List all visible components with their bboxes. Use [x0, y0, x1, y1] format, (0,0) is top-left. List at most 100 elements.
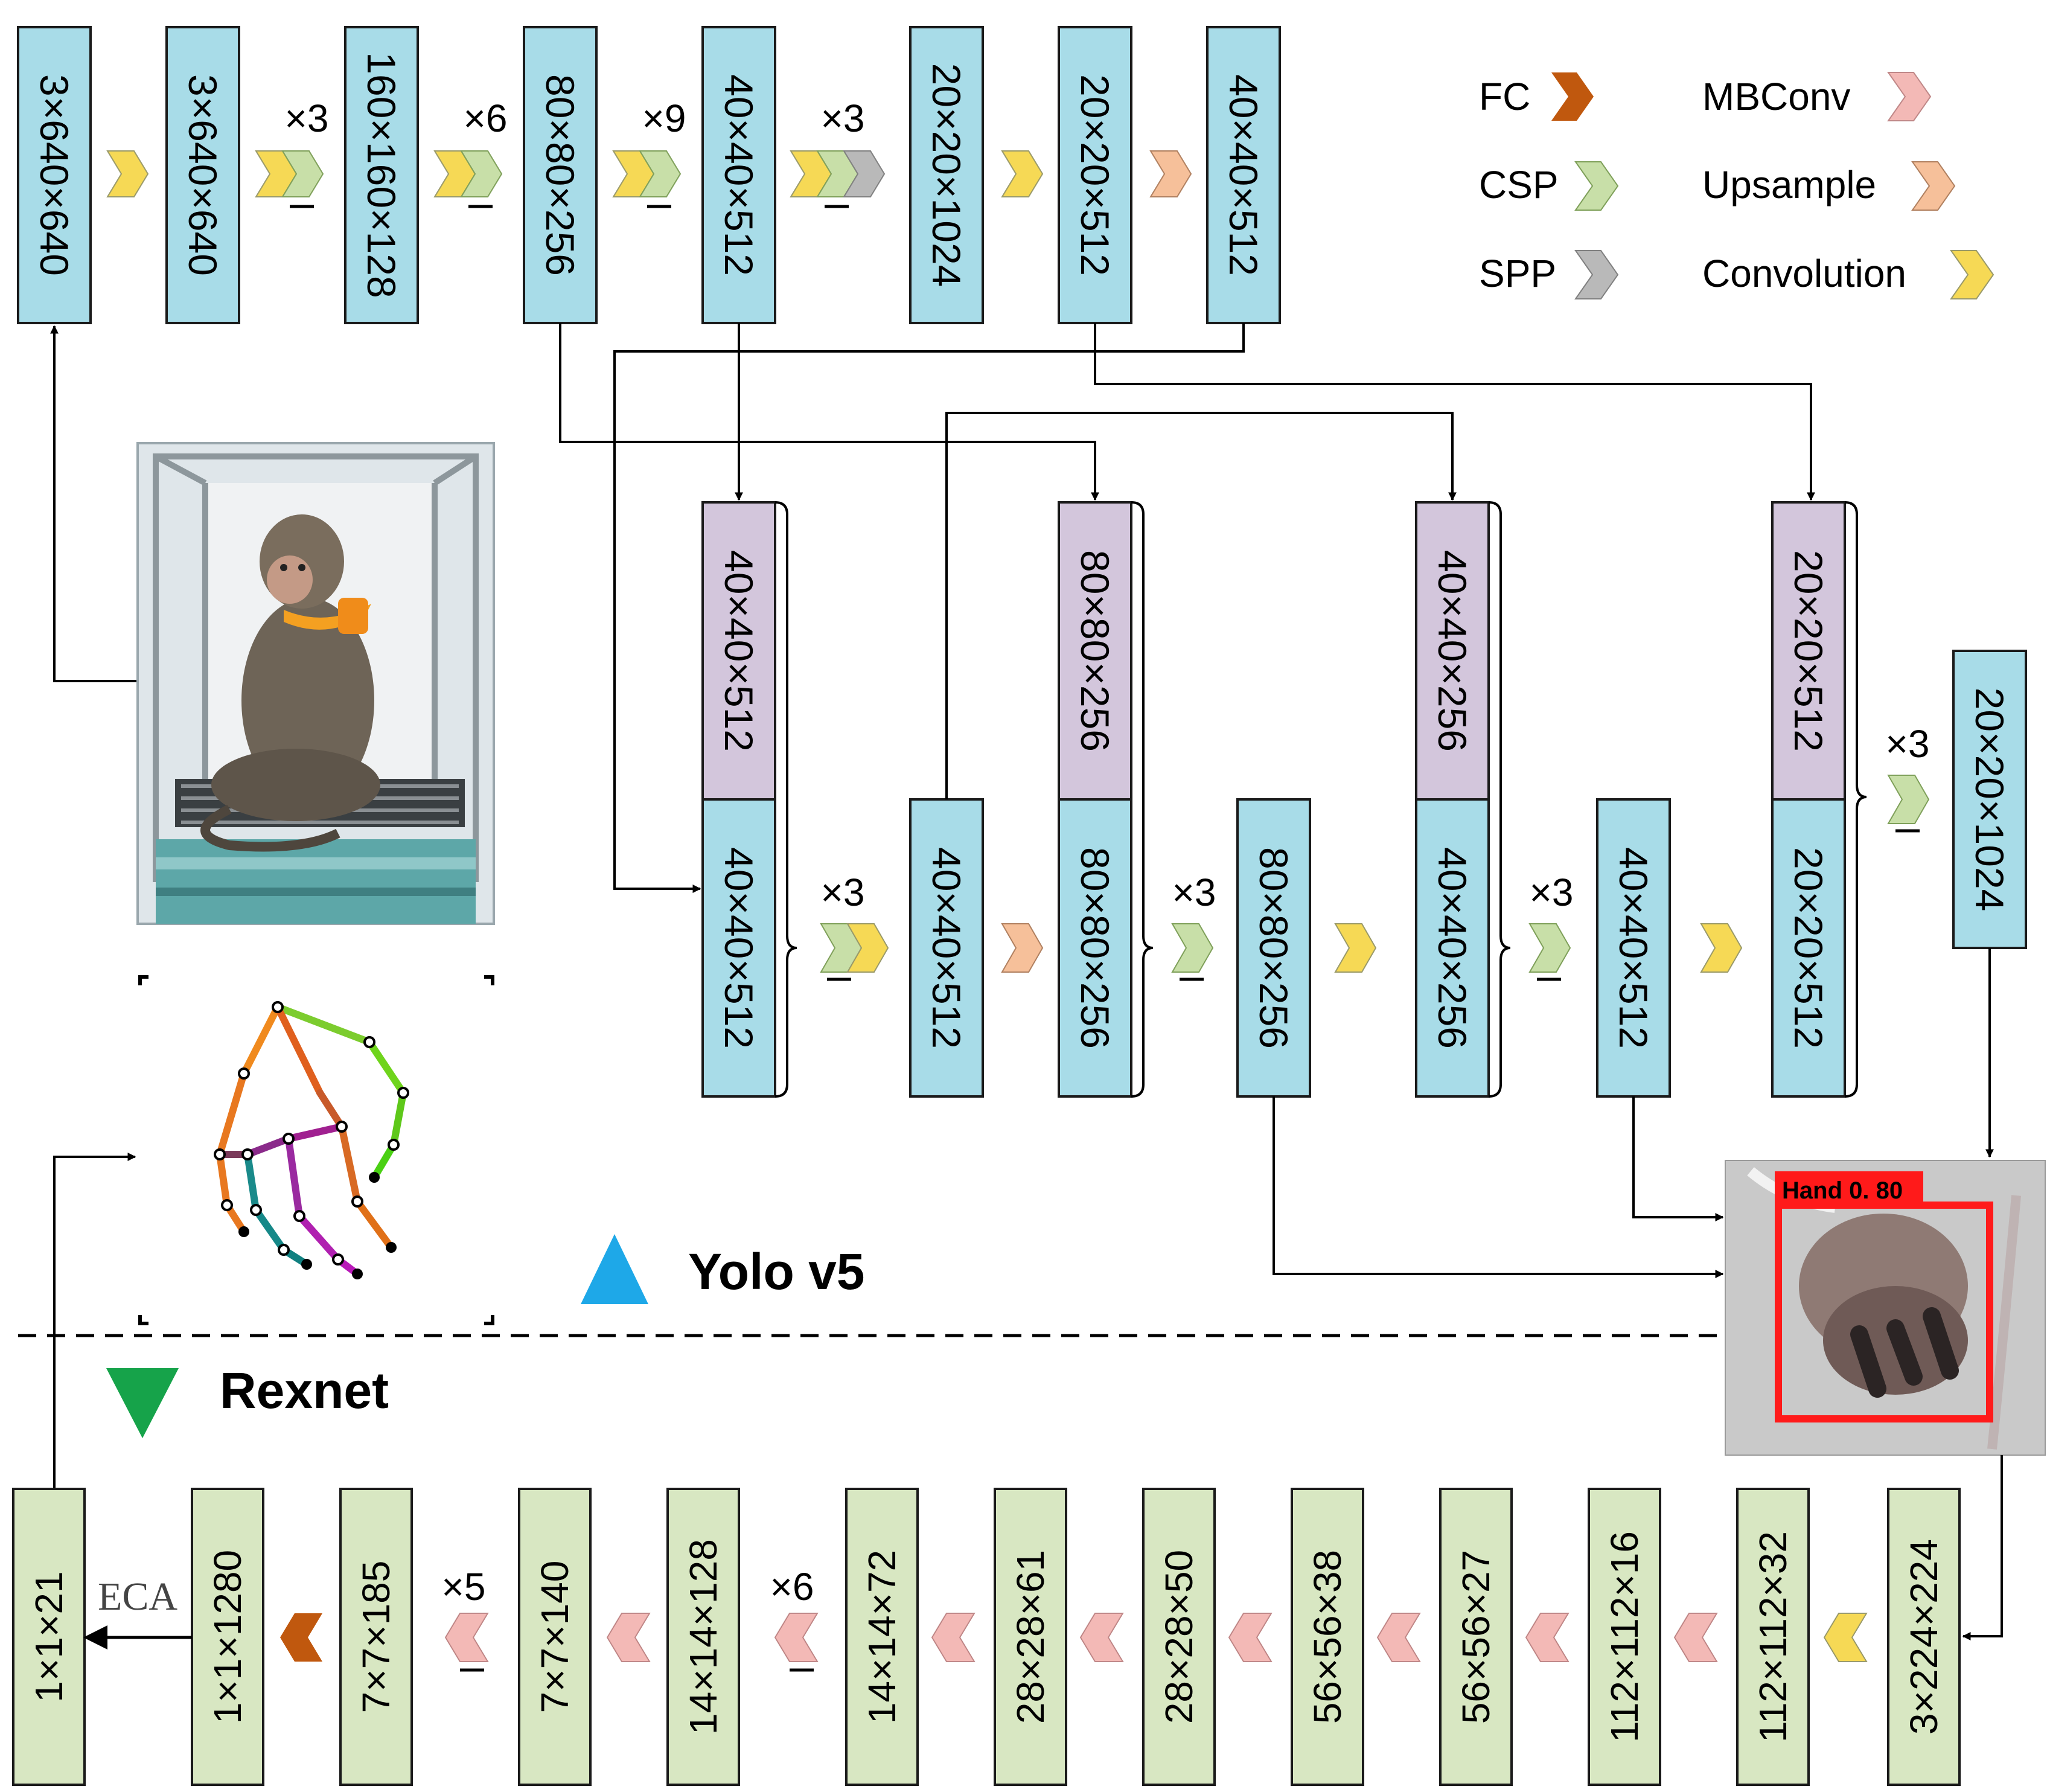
hand-keypoints: [214, 1001, 409, 1266]
block-label: 14×14×72: [860, 1550, 904, 1724]
rexnet-block-12: 112×112×32: [1736, 1488, 1810, 1786]
block-label: 112×112×32: [1751, 1531, 1795, 1742]
yolo-backbone: 3×640×640 3×640×640 160×160×128 80×80×25…: [17, 26, 1281, 324]
neck-concat-4: 20×20×512 20×20×512: [1771, 501, 1867, 1098]
rexnet-block-4: 7×7×140: [518, 1488, 592, 1786]
legend-label-spp: SPP: [1479, 252, 1556, 295]
csp-chevron: [460, 150, 503, 197]
repeat-label: ×3: [285, 97, 329, 140]
concat-brace: [1488, 501, 1511, 1098]
repeat-label: ×3: [1172, 871, 1216, 914]
convolution-icon: [1950, 250, 1994, 299]
detection-label: Hand 0. 80: [1782, 1177, 1903, 1204]
repeat-label: ×3: [1530, 871, 1574, 914]
backbone-block-7: 20×20×512: [1058, 26, 1132, 324]
mbconv-chevron: [1673, 1613, 1718, 1662]
legend-label-csp: CSP: [1479, 163, 1559, 206]
spp-icon: [1574, 250, 1619, 299]
block-label: 80×80×256: [1073, 550, 1117, 752]
repeat-label: ×3: [1886, 722, 1930, 766]
block-label: 3×640×640: [180, 74, 225, 276]
block-label: 28×28×50: [1157, 1550, 1201, 1724]
convolution-chevron: [1334, 923, 1377, 973]
legend: FC MBConv CSP Upsample SPP Convolution: [1479, 72, 1994, 299]
legend-label-fc: FC: [1479, 75, 1530, 118]
backbone-block-2: 3×640×640: [165, 26, 240, 324]
concat-brace: [1844, 501, 1867, 1098]
legend-label-convolution: Convolution: [1702, 252, 1906, 295]
repeat-label: ×9: [642, 97, 686, 140]
rexnet-label: Rexnet: [220, 1362, 389, 1419]
detection-to-rexnet-arrow: [1962, 1455, 2003, 1640]
backbone-block-5: 40×40×512: [701, 26, 776, 324]
mbconv-chevron: [1525, 1613, 1570, 1662]
block-label: 40×40×256: [1430, 847, 1475, 1049]
upsample-chevron: [1149, 150, 1192, 197]
convolution-chevron: [1001, 150, 1044, 197]
concat-brace: [774, 501, 797, 1098]
block-label: 80×80×256: [1251, 847, 1296, 1049]
block-label: 20×20×512: [1786, 550, 1831, 752]
rexnet-block-13: 3×224×224: [1887, 1488, 1961, 1786]
block-label: 20×20×512: [1786, 847, 1831, 1049]
neck-mid-2: 80×80×256: [1236, 798, 1311, 1098]
block-label: 80×80×256: [538, 74, 583, 276]
rexnet-block-7: 28×28×61: [994, 1488, 1067, 1786]
csp-chevron: [1528, 923, 1571, 973]
block-label: 112×112×16: [1603, 1531, 1646, 1742]
mbconv-chevron: [1228, 1613, 1273, 1662]
rexnet-block-9: 56×56×38: [1291, 1488, 1364, 1786]
rexnet-triangle-icon: [106, 1368, 179, 1438]
csp-chevron: [281, 150, 324, 197]
csp-chevron: [1171, 923, 1214, 973]
neck-concat-1: 40×40×512 40×40×512: [701, 501, 797, 1098]
block-label: 3×640×640: [32, 74, 77, 276]
block-label: 1×1×21: [27, 1571, 71, 1702]
block-label: 40×40×512: [717, 847, 761, 1049]
repeat-label: ×3: [821, 97, 865, 140]
backbone-block-8: 40×40×512: [1206, 26, 1281, 324]
csp-chevron: [1887, 775, 1930, 824]
block-label: 80×80×256: [1073, 847, 1117, 1049]
rexnet-block-1: 1×1×21: [12, 1488, 86, 1786]
upsample-chevron: [1001, 923, 1044, 973]
concat-brace: [1131, 501, 1154, 1098]
fc-icon: [1551, 72, 1594, 121]
repeat-label: ×5: [442, 1565, 486, 1608]
block-label: 40×40×512: [924, 847, 969, 1049]
neck-mid-1: 40×40×512: [909, 798, 984, 1098]
block-label: 20×20×1024: [924, 63, 969, 287]
block-label: 20×20×1024: [1967, 688, 2012, 912]
neck-concat-2: 80×80×256 80×80×256: [1058, 501, 1154, 1098]
block-label: 7×7×185: [354, 1561, 398, 1714]
block-label: 40×40×512: [1611, 847, 1656, 1049]
rexnet-block-5: 14×14×128: [666, 1488, 740, 1786]
repeat-label: ×3: [821, 871, 865, 914]
block-label: 56×56×38: [1306, 1550, 1349, 1724]
repeat-label: ×6: [464, 97, 508, 140]
neck-out: 20×20×1024: [1952, 650, 2027, 949]
mbconv-chevron: [444, 1613, 489, 1662]
block-label: 40×40×512: [717, 550, 761, 752]
mbconv-chevron: [774, 1613, 819, 1662]
yolo-neck: 40×40×512 40×40×512 ×3 40×40×512 80×80×2…: [701, 501, 2027, 1098]
eca-label: ECA: [98, 1575, 177, 1619]
mbconv-icon: [1887, 72, 1932, 121]
repeat-label: ×6: [770, 1565, 814, 1608]
yolo-label: Yolo v5: [688, 1243, 865, 1300]
block-label: 28×28×61: [1009, 1550, 1052, 1724]
hand-keypoint-panel: [53, 975, 494, 1489]
backbone-block-4: 80×80×256: [523, 26, 598, 324]
mbconv-chevron: [606, 1613, 651, 1662]
mbconv-chevron: [1079, 1613, 1124, 1662]
legend-label-upsample: Upsample: [1702, 163, 1876, 206]
block-label: 40×40×512: [717, 74, 761, 276]
rexnet-block-8: 28×28×50: [1142, 1488, 1216, 1786]
detection-crop: Hand 0. 80: [1725, 1160, 2046, 1456]
block-label: 1×1×1280: [206, 1550, 249, 1724]
neck-mid-3: 40×40×512: [1596, 798, 1671, 1098]
csp-chevron: [639, 150, 682, 197]
rexnet-block-10: 56×56×27: [1439, 1488, 1513, 1786]
upsample-icon: [1911, 161, 1956, 211]
